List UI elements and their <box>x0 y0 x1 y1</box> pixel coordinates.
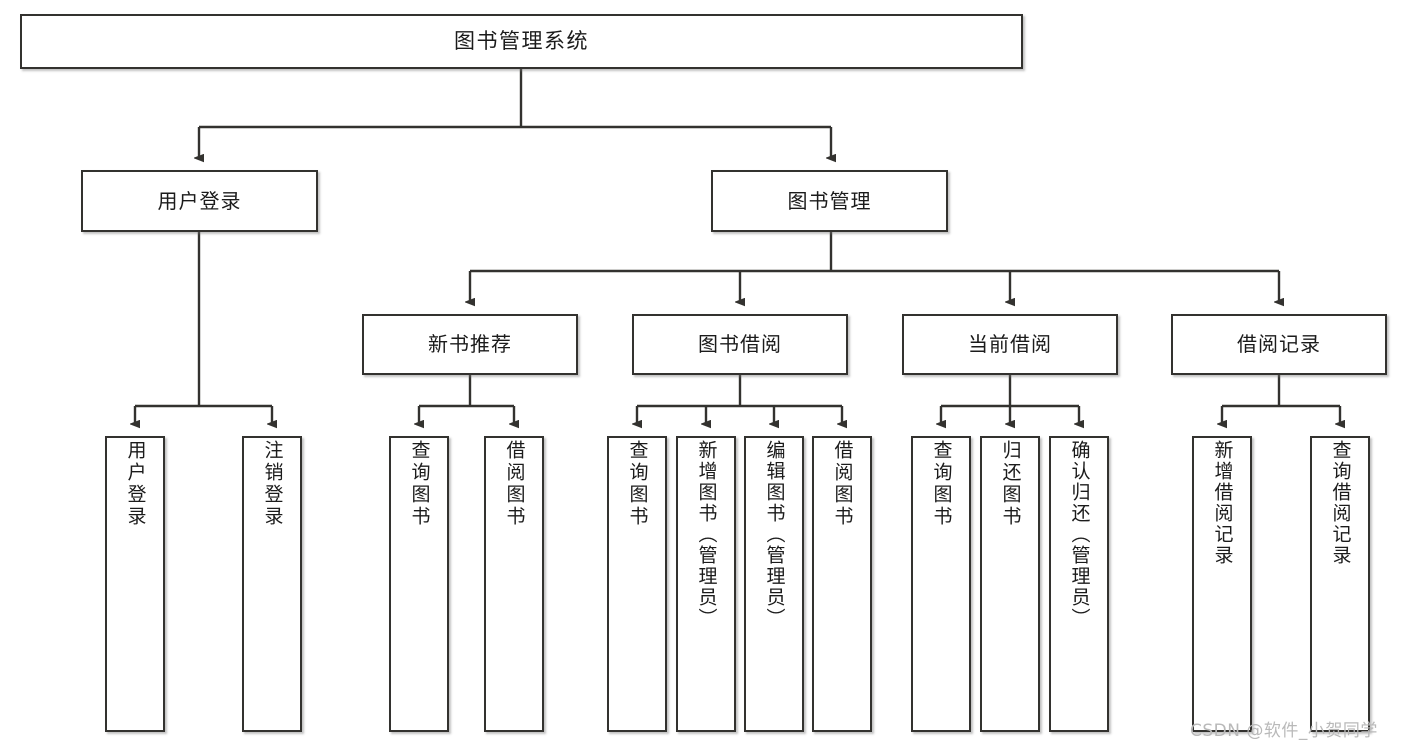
node-label: 借阅图书 <box>503 440 526 528</box>
node-book-borrow[interactable]: 图书借阅 <box>632 314 848 375</box>
node-new-book-recommend[interactable]: 新书推荐 <box>362 314 578 375</box>
node-label: 当前借阅 <box>968 332 1052 357</box>
node-label: 查询图书 <box>930 440 953 528</box>
node-label: 图书管理系统 <box>454 28 589 53</box>
node-label: 确认归还（管理员） <box>1068 440 1091 629</box>
leaf-add-book-admin[interactable]: 新增图书（管理员） <box>676 436 736 732</box>
node-book-management[interactable]: 图书管理 <box>711 170 948 232</box>
leaf-query-borrow-record[interactable]: 查询借阅记录 <box>1310 436 1370 732</box>
node-label: 归还图书 <box>999 440 1022 528</box>
leaf-borrow-book[interactable]: 借阅图书 <box>812 436 872 732</box>
leaf-return-book[interactable]: 归还图书 <box>980 436 1040 732</box>
node-user-login[interactable]: 用户登录 <box>81 170 318 232</box>
leaf-user-logout[interactable]: 注销登录 <box>242 436 302 732</box>
node-root-system[interactable]: 图书管理系统 <box>20 14 1023 69</box>
node-label: 注销登录 <box>261 440 284 528</box>
leaf-query-book-borrow[interactable]: 查询图书 <box>607 436 667 732</box>
node-label: 图书管理 <box>787 188 872 213</box>
node-label: 新增借阅记录 <box>1211 440 1234 566</box>
leaf-edit-book-admin[interactable]: 编辑图书（管理员） <box>744 436 804 732</box>
node-label: 用户登录 <box>157 188 242 213</box>
node-label: 查询图书 <box>408 440 431 528</box>
leaf-borrow-book-recommend[interactable]: 借阅图书 <box>484 436 544 732</box>
watermark-text: CSDN @软件_小贺同学 <box>1190 721 1378 741</box>
node-label: 新增图书（管理员） <box>695 440 718 629</box>
leaf-add-borrow-record[interactable]: 新增借阅记录 <box>1192 436 1252 732</box>
node-label: 借阅记录 <box>1237 332 1321 357</box>
node-label: 用户登录 <box>124 440 147 528</box>
node-label: 编辑图书（管理员） <box>763 440 786 629</box>
leaf-user-login[interactable]: 用户登录 <box>105 436 165 732</box>
node-label: 查询图书 <box>626 440 649 528</box>
node-label: 新书推荐 <box>428 332 512 357</box>
node-borrow-record[interactable]: 借阅记录 <box>1171 314 1387 375</box>
leaf-query-book-recommend[interactable]: 查询图书 <box>389 436 449 732</box>
node-current-borrow[interactable]: 当前借阅 <box>902 314 1118 375</box>
leaf-query-book-current[interactable]: 查询图书 <box>911 436 971 732</box>
node-label: 图书借阅 <box>698 332 782 357</box>
node-label: 借阅图书 <box>831 440 854 528</box>
node-label: 查询借阅记录 <box>1329 440 1352 566</box>
leaf-confirm-return-admin[interactable]: 确认归还（管理员） <box>1049 436 1109 732</box>
